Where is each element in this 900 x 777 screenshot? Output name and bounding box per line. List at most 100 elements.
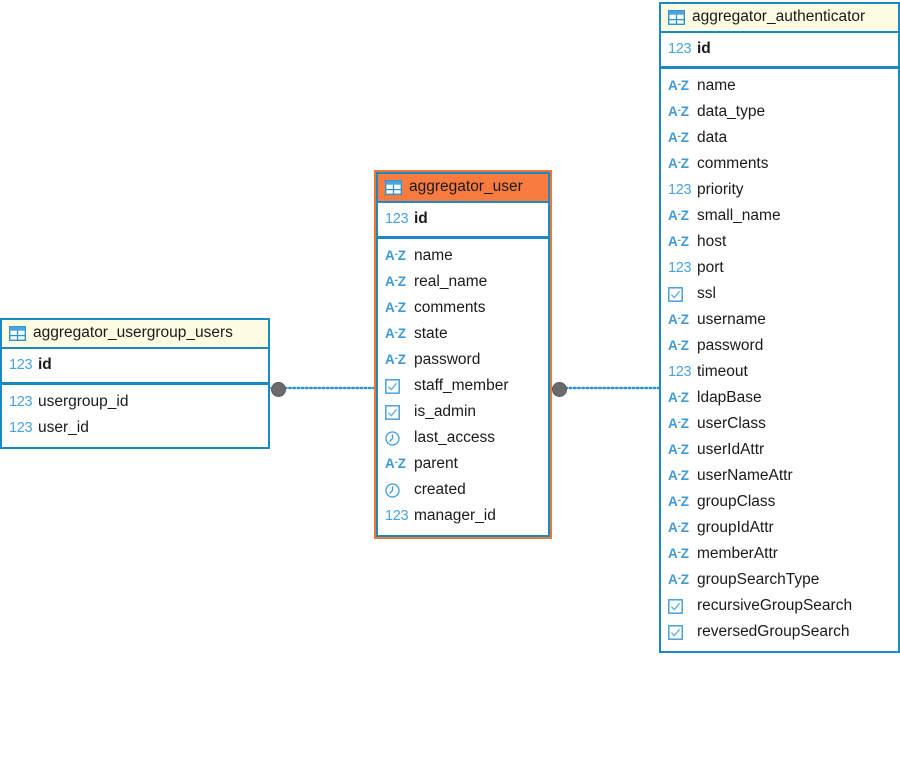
column-row[interactable]: A-Z username [661, 307, 898, 333]
text-icon: A-Z [668, 546, 689, 562]
number-icon: 123 [668, 181, 692, 198]
column-name: id [414, 210, 428, 228]
text-icon: A-Z [668, 156, 689, 172]
column-row[interactable]: last_access [378, 425, 548, 451]
text-icon: A-Z [385, 248, 406, 264]
column-name: password [697, 337, 764, 355]
column-row[interactable]: A-Z groupClass [661, 489, 898, 515]
checkbox-icon [668, 285, 690, 303]
number-icon: 123 [668, 40, 692, 57]
column-name: last_access [414, 429, 495, 447]
column-row[interactable]: A-Z password [661, 333, 898, 359]
checkbox-icon [668, 623, 690, 641]
column-row[interactable]: is_admin [378, 399, 548, 425]
column-row[interactable]: 123 usergroup_id [2, 389, 268, 415]
column-name: data_type [697, 103, 766, 121]
entity-header[interactable]: aggregator_user [378, 174, 548, 203]
column-name: id [38, 356, 52, 374]
column-name: comments [697, 155, 769, 173]
column-row[interactable]: 123 port [661, 255, 898, 281]
column-row[interactable]: 123 priority [661, 177, 898, 203]
text-icon: A-Z [668, 130, 689, 146]
column-row[interactable]: 123 user_id [2, 415, 268, 441]
column-row[interactable]: A-Z userNameAttr [661, 463, 898, 489]
column-name: name [414, 247, 453, 265]
entity-title: aggregator_usergroup_users [33, 324, 233, 342]
column-row[interactable]: A-Z data [661, 125, 898, 151]
column-row[interactable]: A-Z name [378, 243, 548, 269]
primary-key-section: 123 id [378, 203, 548, 239]
column-row[interactable]: staff_member [378, 373, 548, 399]
column-row[interactable]: A-Z name [661, 73, 898, 99]
column-row[interactable]: A-Z comments [378, 295, 548, 321]
primary-key-section: 123 id [661, 33, 898, 69]
checkbox-icon [385, 377, 407, 395]
column-name: ldapBase [697, 389, 762, 407]
text-icon: A-Z [385, 326, 406, 342]
column-name: groupSearchType [697, 571, 820, 589]
column-name: reversedGroupSearch [697, 623, 850, 641]
column-name: state [414, 325, 448, 343]
column-row[interactable]: A-Z ldapBase [661, 385, 898, 411]
column-row[interactable]: 123 timeout [661, 359, 898, 385]
entity-header[interactable]: aggregator_usergroup_users [2, 320, 268, 349]
checkbox-icon [385, 403, 407, 421]
column-row[interactable]: A-Z real_name [378, 269, 548, 295]
column-row[interactable]: A-Z comments [661, 151, 898, 177]
number-icon: 123 [668, 363, 692, 380]
column-row[interactable]: A-Z groupSearchType [661, 567, 898, 593]
connector-dot-usergroup-users-right[interactable] [271, 382, 286, 397]
column-name: user_id [38, 419, 89, 437]
text-icon: A-Z [668, 208, 689, 224]
column-row[interactable]: reversedGroupSearch [661, 619, 898, 645]
column-name: userIdAttr [697, 441, 765, 459]
column-row[interactable]: recursiveGroupSearch [661, 593, 898, 619]
column-row[interactable]: A-Z parent [378, 451, 548, 477]
column-name: name [697, 77, 736, 95]
clock-icon [385, 429, 407, 447]
number-icon: 123 [385, 507, 409, 524]
column-name: password [414, 351, 481, 369]
column-row[interactable]: 123 id [2, 352, 268, 378]
column-row[interactable]: A-Z userClass [661, 411, 898, 437]
columns-section: A-Z name A-Z real_name A-Z comments A-Z [378, 239, 548, 535]
entity-aggregator-usergroup-users[interactable]: aggregator_usergroup_users 123 id 123 us… [0, 318, 270, 449]
column-name: parent [414, 455, 458, 473]
column-row[interactable]: A-Z groupIdAttr [661, 515, 898, 541]
column-name: groupClass [697, 493, 776, 511]
text-icon: A-Z [668, 78, 689, 94]
column-row[interactable]: ssl [661, 281, 898, 307]
text-icon: A-Z [668, 468, 689, 484]
text-icon: A-Z [668, 442, 689, 458]
column-name: usergroup_id [38, 393, 129, 411]
entity-aggregator-authenticator[interactable]: aggregator_authenticator 123 id A-Z name… [659, 2, 900, 653]
text-icon: A-Z [668, 416, 689, 432]
column-row[interactable]: A-Z userIdAttr [661, 437, 898, 463]
column-row[interactable]: A-Z state [378, 321, 548, 347]
column-row[interactable]: A-Z password [378, 347, 548, 373]
column-row[interactable]: 123 id [661, 36, 898, 62]
table-icon [668, 8, 685, 26]
column-name: small_name [697, 207, 781, 225]
entity-header[interactable]: aggregator_authenticator [661, 4, 898, 33]
column-row[interactable]: A-Z data_type [661, 99, 898, 125]
column-name: recursiveGroupSearch [697, 597, 853, 615]
connector-dot-user-right[interactable] [552, 382, 567, 397]
text-icon: A-Z [668, 572, 689, 588]
column-row[interactable]: created [378, 477, 548, 503]
entity-aggregator-user[interactable]: aggregator_user 123 id A-Z name A-Z [374, 170, 552, 539]
columns-section: A-Z name A-Z data_type A-Z data A-Z comm… [661, 69, 898, 651]
text-icon: A-Z [668, 234, 689, 250]
number-icon: 123 [668, 259, 692, 276]
column-row[interactable]: A-Z memberAttr [661, 541, 898, 567]
table-icon [385, 178, 402, 196]
column-name: priority [697, 181, 744, 199]
column-name: port [697, 259, 724, 277]
column-row[interactable]: A-Z small_name [661, 203, 898, 229]
column-name: staff_member [414, 377, 509, 395]
column-row[interactable]: 123 id [378, 206, 548, 232]
column-row[interactable]: 123 manager_id [378, 503, 548, 529]
column-name: host [697, 233, 727, 251]
column-row[interactable]: A-Z host [661, 229, 898, 255]
